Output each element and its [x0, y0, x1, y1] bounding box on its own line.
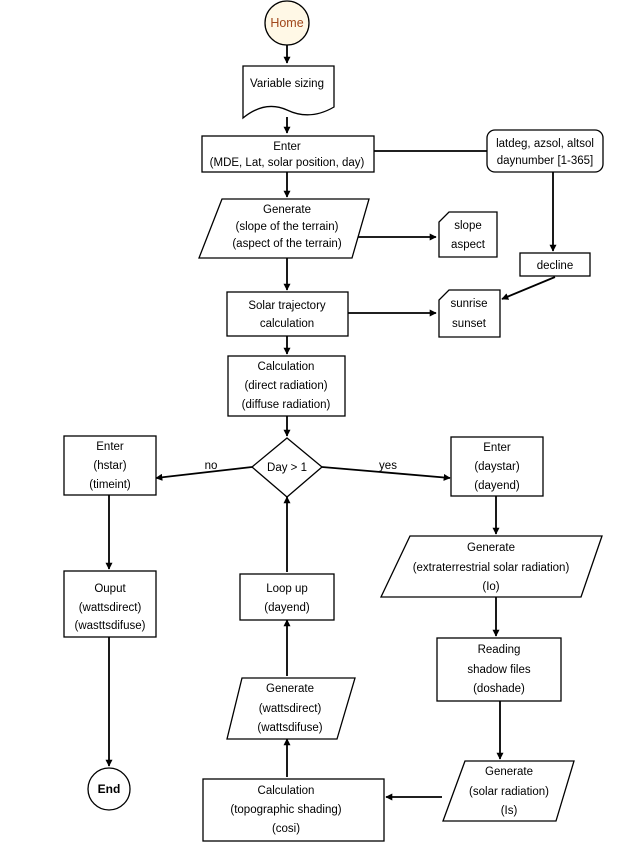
slope-aspect-node: slope aspect: [438, 211, 498, 258]
enter-main-node: Enter (MDE, Lat, solar position, day): [201, 135, 375, 173]
generate-watts-node: Generate (wattsdirect) (wattsdifuse): [226, 677, 356, 740]
variable-sizing-label: Variable sizing: [250, 78, 324, 90]
output-line2: (wasttsdifuse): [75, 620, 146, 632]
calculation-shading-node: Calculation (topographic shading) (cosi): [202, 778, 385, 842]
enter-daystar-line2: (dayend): [474, 480, 520, 492]
home-label: Home: [270, 16, 303, 30]
calculation-radiation-title: Calculation: [258, 361, 315, 373]
end-label: End: [98, 782, 121, 796]
connectors: [105, 45, 557, 801]
loop-up-node: Loop up (dayend): [239, 573, 335, 621]
loop-up-title: Loop up: [266, 583, 308, 595]
output-line1: (wattsdirect): [79, 602, 142, 614]
reading-shadow-title: Reading: [478, 644, 521, 656]
latdeg-node: latdeg, azsol, altsol daynumber [1-365]: [486, 129, 604, 173]
generate-extraterrestrial-title: Generate: [467, 542, 515, 554]
decline-label: decline: [537, 260, 573, 272]
enter-daystar-title: Enter: [483, 442, 511, 454]
generate-slope-line2: (aspect of the terrain): [232, 238, 341, 250]
enter-hstar-node: Enter (hstar) (timeint): [63, 435, 157, 496]
generate-extraterrestrial-line2: (Io): [482, 581, 499, 593]
solar-trajectory-line1: Solar trajectory: [248, 300, 326, 312]
generate-slope-line1: (slope of the terrain): [236, 221, 339, 233]
generate-extraterrestrial-line1: (extraterrestrial solar radiation): [413, 562, 570, 574]
output-title: Ouput: [94, 583, 126, 595]
generate-slope-node: Generate (slope of the terrain) (aspect …: [198, 198, 370, 259]
enter-daystar-node: Enter (daystar) (dayend): [450, 436, 544, 497]
latdeg-line1: latdeg, azsol, altsol: [496, 138, 594, 150]
variable-sizing-node: Variable sizing: [242, 65, 335, 120]
enter-hstar-title: Enter: [96, 441, 124, 453]
generate-watts-title: Generate: [266, 683, 314, 695]
calculation-radiation-line1: (direct radiation): [244, 380, 327, 392]
enter-hstar-line2: (timeint): [89, 479, 131, 491]
reading-shadow-line2: (doshade): [473, 683, 525, 695]
enter-daystar-line1: (daystar): [474, 461, 520, 473]
calculation-radiation-line2: (diffuse radiation): [242, 399, 331, 411]
arrow-decision-no: [155, 466, 253, 481]
reading-shadow-node: Reading shadow files (doshade): [436, 637, 562, 702]
sunset-label: sunset: [452, 318, 487, 330]
arrow-decline-to-sunrise: [501, 276, 556, 300]
generate-watts-line1: (wattsdirect): [259, 703, 322, 715]
generate-solar-line1: (solar radiation): [469, 786, 549, 798]
reading-shadow-line1: shadow files: [467, 664, 531, 676]
aspect-label: aspect: [451, 239, 486, 251]
home-node: Home: [264, 0, 310, 46]
generate-extraterrestrial-node: Generate (extraterrestrial solar radiati…: [379, 535, 603, 598]
calculation-shading-line1: (topographic shading): [230, 804, 341, 816]
decision-label: Day > 1: [267, 462, 307, 474]
sunrise-sunset-node: sunrise sunset: [438, 289, 501, 338]
generate-solar-line2: (Is): [501, 805, 518, 817]
edge-label-no: no: [205, 460, 218, 472]
generate-watts-line2: (wattsdifuse): [257, 722, 322, 734]
enter-main-title: Enter: [273, 141, 301, 153]
output-node: Ouput (wattsdirect) (wasttsdifuse): [63, 570, 157, 638]
calculation-radiation-node: Calculation (direct radiation) (diffuse …: [227, 355, 346, 417]
edge-label-yes: yes: [379, 460, 397, 472]
decision-node: Day > 1: [250, 437, 324, 498]
calculation-shading-title: Calculation: [258, 785, 315, 797]
decline-node: decline: [519, 252, 591, 277]
generate-solar-node: Generate (solar radiation) (Is): [442, 760, 575, 822]
generate-slope-title: Generate: [263, 204, 311, 216]
sunrise-label: sunrise: [450, 298, 487, 310]
end-node: End: [87, 767, 131, 811]
arrow-decision-yes: [321, 466, 451, 481]
loop-up-line1: (dayend): [264, 602, 310, 614]
solar-trajectory-line2: calculation: [260, 318, 314, 330]
slope-label: slope: [454, 220, 482, 232]
calculation-shading-line2: (cosi): [272, 823, 300, 835]
enter-main-params: (MDE, Lat, solar position, day): [210, 157, 365, 169]
latdeg-line2: daynumber [1-365]: [497, 155, 594, 167]
enter-hstar-line1: (hstar): [93, 460, 126, 472]
solar-trajectory-node: Solar trajectory calculation: [226, 291, 349, 337]
generate-solar-title: Generate: [485, 766, 533, 778]
